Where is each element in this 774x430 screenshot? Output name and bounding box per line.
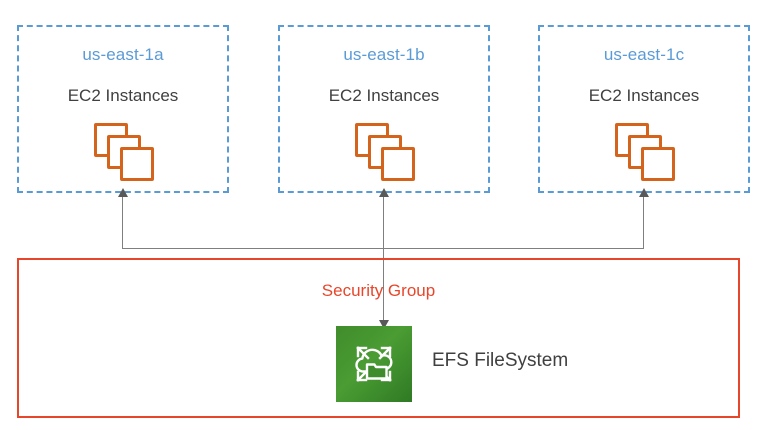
connector-vertical-to-efs (383, 248, 384, 323)
availability-zone-us-east-1c: us-east-1c EC2 Instances (538, 25, 750, 193)
arrow-down-to-efs (379, 320, 389, 329)
ec2-instances-icon-1a (94, 123, 156, 181)
efs-glyph (355, 346, 393, 382)
az-label-us-east-1b: us-east-1b (343, 45, 425, 64)
connector-vertical-az-1b (383, 196, 384, 249)
efs-filesystem-label: EFS FileSystem (432, 350, 569, 371)
ec2-instances-label-1b: EC2 Instances (328, 86, 440, 105)
ec2-instances-icon-1b (355, 123, 417, 181)
arrow-up-az-1c (639, 188, 649, 197)
arrow-up-az-1b (379, 188, 389, 197)
efs-filesystem-icon (336, 326, 412, 402)
security-group-box: Security Group (17, 258, 740, 418)
az-label-us-east-1c: us-east-1c (603, 45, 685, 64)
availability-zone-us-east-1a: us-east-1a EC2 Instances (17, 25, 229, 193)
arrow-up-az-1a (118, 188, 128, 197)
ec2-instances-label-1c: EC2 Instances (588, 86, 700, 105)
connector-vertical-az-1c (643, 196, 644, 249)
ec2-instances-icon-1c (615, 123, 677, 181)
connector-vertical-az-1a (122, 196, 123, 249)
availability-zone-us-east-1b: us-east-1b EC2 Instances (278, 25, 490, 193)
ec2-square-front (381, 147, 415, 181)
connector-horizontal-bus (122, 248, 643, 249)
ec2-square-front (641, 147, 675, 181)
ec2-instances-label-1a: EC2 Instances (67, 86, 179, 105)
security-group-label: Security Group (321, 281, 436, 300)
az-label-us-east-1a: us-east-1a (82, 45, 164, 64)
ec2-square-front (120, 147, 154, 181)
